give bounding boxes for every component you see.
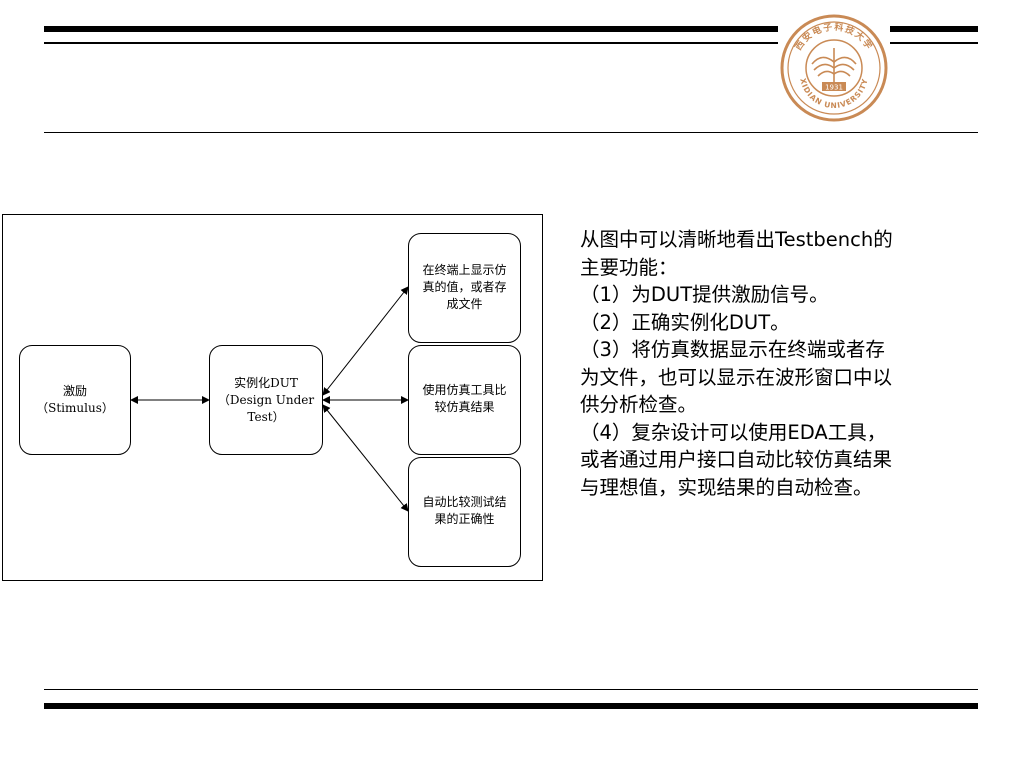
footer-thick-rule — [44, 703, 978, 709]
node-dut: 实例化DUT （Design Under Test） — [209, 345, 323, 455]
node-autocheck-line-2: 果的正确性 — [434, 512, 495, 526]
node-display-line-1: 在终端上显示仿 — [422, 263, 507, 277]
university-seal-logo: 西安电子科技大学 XIDIAN UNIVERSITY 1931 — [778, 12, 890, 124]
text-line-6: 为文件，也可以显示在波形窗口中以 — [580, 365, 893, 389]
connector-dut-autocheck — [322, 404, 409, 512]
node-stimulus-line-2: （Stimulus） — [36, 401, 114, 415]
text-line-9: 或者通过用户接口自动比较仿真结果 — [580, 448, 893, 471]
text-line-1: 从图中可以清晰地看出Testbench的 — [580, 228, 893, 251]
header-thin-rule — [44, 42, 978, 44]
header-divider-rule — [44, 132, 978, 133]
diagram-connectors — [130, 286, 409, 512]
connector-dut-display — [322, 286, 409, 396]
node-compare-tool: 使用仿真工具比 较仿真结果 — [408, 345, 521, 455]
seal-year-plate — [822, 82, 846, 91]
node-dut-line-2: （Design Under — [217, 392, 315, 407]
node-stimulus-line-1: 激励 — [62, 384, 87, 398]
text-line-4: （2）正确实例化DUT。 — [580, 310, 790, 334]
node-display-line-3: 成文件 — [446, 297, 483, 311]
node-compare-line-2: 较仿真结果 — [434, 400, 495, 414]
node-display-line-2: 真的值，或者存 — [422, 280, 507, 294]
seal-mid-ring — [787, 21, 881, 115]
text-line-10: 与理想值，实现结果的自动检查。 — [580, 475, 873, 499]
node-display-values: 在终端上显示仿 真的值，或者存 成文件 — [408, 233, 521, 343]
seal-emblem — [811, 48, 857, 82]
node-auto-check: 自动比较测试结 果的正确性 — [408, 457, 521, 567]
text-line-3: （1）为DUT提供激励信号。 — [580, 283, 829, 306]
seal-svg: 西安电子科技大学 XIDIAN UNIVERSITY 1931 — [780, 14, 888, 122]
seal-year: 1931 — [825, 84, 843, 92]
node-autocheck-line-1: 自动比较测试结 — [422, 495, 507, 509]
node-compare-line-1: 使用仿真工具比 — [422, 383, 507, 397]
text-line-8: （4）复杂设计可以使用EDA工具， — [580, 420, 887, 444]
text-line-5: （3）将仿真数据显示在终端或者存 — [580, 338, 885, 361]
explanation-text: 从图中可以清晰地看出Testbench的 主要功能： （1）为DUT提供激励信号… — [580, 226, 1000, 501]
footer-thin-rule — [44, 689, 978, 690]
testbench-diagram: 激励 （Stimulus） 实例化DUT （Design Under Test）… — [2, 214, 543, 581]
text-line-7: 供分析检查。 — [580, 393, 698, 416]
node-dut-line-1: 实例化DUT — [234, 375, 298, 390]
text-line-2: 主要功能： — [580, 255, 678, 279]
seal-inner-ring — [805, 39, 863, 97]
node-dut-line-3: Test） — [247, 409, 285, 424]
node-stimulus: 激励 （Stimulus） — [19, 345, 131, 455]
header-thick-rule — [44, 26, 978, 32]
